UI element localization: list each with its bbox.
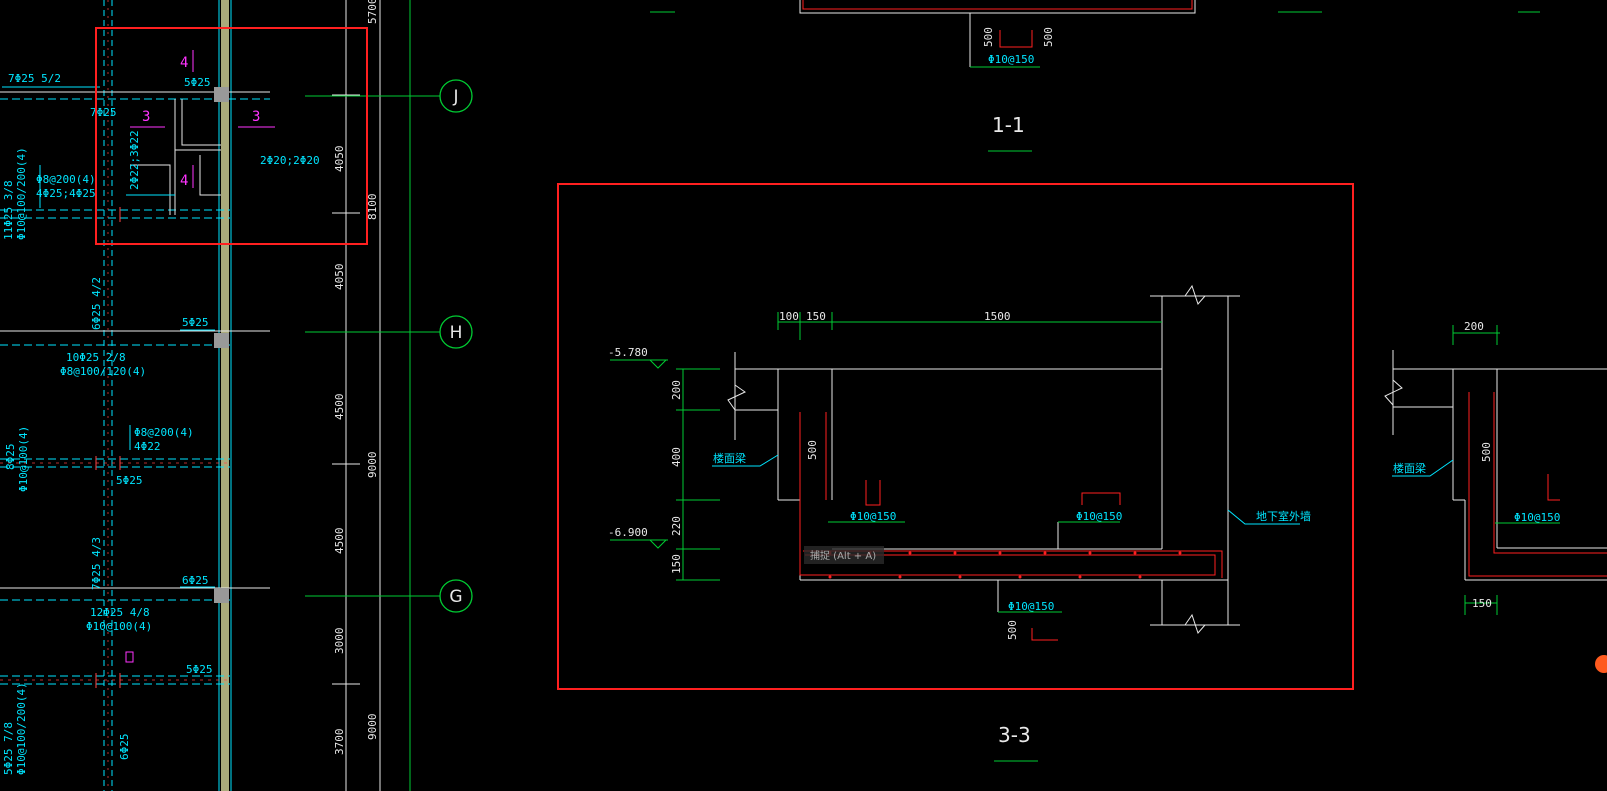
plan-label: Φ8@200(4)	[36, 173, 96, 186]
plan-label: 2Φ20;2Φ20	[260, 154, 320, 167]
section-title: 3-3	[998, 723, 1031, 747]
dim-value: 500	[982, 27, 995, 47]
plan-label: 6Φ25 4/2	[90, 277, 103, 330]
axis-j[interactable]: J	[305, 79, 473, 113]
plan-view: 7Φ25 5/2 5Φ25 7Φ25 2Φ22;3Φ22 2Φ20;2Φ20 Φ…	[0, 0, 411, 791]
plan-label: 10Φ25 2/8	[66, 351, 126, 364]
dim-value: 150	[670, 554, 683, 574]
rebar-label: Φ10@150	[1076, 510, 1122, 523]
marker-icon	[125, 651, 134, 663]
dim-value: 9000	[366, 452, 379, 479]
plan-label: Φ10@100(4)	[17, 426, 30, 492]
dim-value: 1500	[984, 310, 1011, 323]
plan-label: 4Φ22	[134, 440, 161, 453]
snap-tooltip: 捕捉 (Alt + A)	[804, 546, 884, 564]
dim-value: 4050	[333, 146, 346, 173]
plan-label: 2Φ22;3Φ22	[128, 130, 141, 190]
dim-value: 500	[806, 440, 819, 460]
section-right-partial: 200 500 楼面梁 Φ10@150 150	[1384, 320, 1607, 673]
dim-value: 5700	[366, 0, 379, 24]
axis-h[interactable]: H	[305, 315, 473, 349]
plan-label: 6Φ25	[182, 574, 209, 587]
section-3-3: 100 150 1500 -5.780 -6.900 200 400 220 1…	[608, 284, 1311, 762]
dim-value: 500	[1480, 442, 1493, 462]
wall-strip	[221, 0, 229, 791]
plan-label: Φ10@100/200(4)	[15, 682, 28, 775]
elevation-label: -5.780	[608, 346, 648, 359]
rebar-label: Φ10@150	[1008, 600, 1054, 613]
rebar-label: Φ10@150	[850, 510, 896, 523]
dim-value: 500	[1006, 620, 1019, 640]
app-badge-icon[interactable]	[1595, 655, 1607, 673]
plan-label: 5Φ25	[184, 76, 211, 89]
dim-value: 200	[1464, 320, 1484, 333]
dim-value: 3000	[333, 628, 346, 655]
dim-value: 4050	[333, 264, 346, 291]
plan-label: 5Φ25	[182, 316, 209, 329]
plan-label: 4Φ25;4Φ25	[36, 187, 96, 200]
dim-value: 4500	[333, 394, 346, 421]
dim-value: 400	[670, 447, 683, 467]
plan-label: Φ10@100(4)	[86, 620, 152, 633]
axis-g[interactable]: G	[305, 579, 473, 613]
plan-label: 6Φ25	[118, 734, 131, 761]
elevation-label: -6.900	[608, 526, 648, 539]
dim-value: 150	[1472, 597, 1492, 610]
rebar-label: Φ10@150	[988, 53, 1034, 66]
plan-label: 5Φ25	[116, 474, 143, 487]
plan-label: 8Φ25	[4, 444, 17, 471]
axis-label: G	[449, 587, 462, 607]
highlight-box-section	[557, 183, 1354, 690]
rebar-label: Φ10@150	[1514, 511, 1560, 524]
callout-label: 楼面梁	[713, 451, 746, 465]
dim-value: 3700	[333, 729, 346, 756]
dim-value: 220	[670, 516, 683, 536]
section-mark: 4	[180, 55, 188, 71]
dim-value: 150	[806, 310, 826, 323]
dim-value: 8100	[366, 194, 379, 221]
plan-label: 5Φ25 7/8	[2, 722, 15, 775]
plan-label: 7Φ25	[90, 106, 117, 119]
section-1-1: 500 500 Φ10@150 1-1	[650, 0, 1540, 152]
axis-label: J	[452, 87, 458, 107]
dim-value: 200	[670, 380, 683, 400]
plan-label: 7Φ25 4/3	[90, 537, 103, 590]
section-mark: 3	[252, 109, 260, 125]
axis-label: H	[450, 323, 463, 343]
plan-label: 7Φ25 5/2	[8, 72, 61, 85]
plan-label: 12Φ25 4/8	[90, 606, 150, 619]
dim-value: 500	[1042, 27, 1055, 47]
dim-value: 4500	[333, 528, 346, 555]
section-mark: 4	[180, 173, 188, 189]
callout-label: 地下室外墙	[1256, 509, 1311, 523]
plan-label: Φ8@100/120(4)	[60, 365, 146, 378]
dim-value: 9000	[366, 714, 379, 741]
plan-label: Φ10@100/200(4)	[15, 147, 28, 240]
plan-label: 11Φ25 3/8	[2, 180, 15, 240]
dim-value: 100	[779, 310, 799, 323]
callout-label: 楼面梁	[1393, 461, 1426, 475]
highlight-box-plan	[95, 27, 368, 245]
plan-label: Φ8@200(4)	[134, 426, 194, 439]
section-title: 1-1	[992, 113, 1025, 137]
plan-label: 5Φ25	[186, 663, 213, 676]
section-mark: 3	[142, 109, 150, 125]
svg-text:捕捉 (Alt + A): 捕捉 (Alt + A)	[810, 549, 876, 562]
